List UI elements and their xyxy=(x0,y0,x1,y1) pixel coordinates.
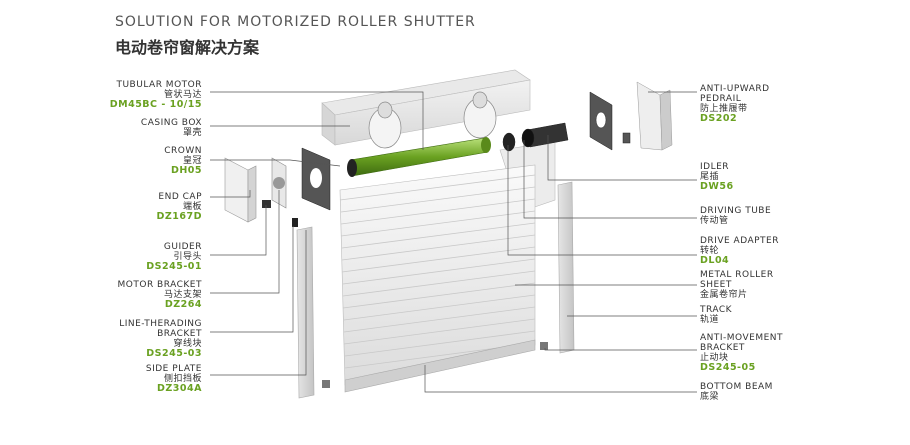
title-chinese: 电动卷帘窗解决方案 xyxy=(115,38,260,57)
label-tubular-motor: TUBULAR MOTOR 管状马达 DM45BC - 10/15 xyxy=(109,80,202,110)
label-side-plate: SIDE PLATE 侧扣挡板 DZ304A xyxy=(145,364,202,394)
leader-lines-left xyxy=(210,91,424,376)
label-crown: CROWN 皇冠 DH05 xyxy=(164,146,202,176)
label-anti-movement-bracket: ANTI-MOVEMENT BRACKET 止动块 DS245-05 xyxy=(700,333,784,373)
label-metal-roller-sheet: METAL ROLLER SHEET 金属卷帘片 xyxy=(700,270,774,300)
label-bottom-beam: BOTTOM BEAM 底梁 xyxy=(700,382,773,402)
box-brackets xyxy=(368,91,497,149)
label-anti-upward-pedrail: ANTI-UPWARD PEDRAIL 防上推履带 DS202 xyxy=(700,84,770,124)
title-english: SOLUTION FOR MOTORIZED ROLLER SHUTTER xyxy=(115,14,476,30)
left-track-shape xyxy=(296,226,330,399)
label-end-cap: END CAP 端板 DZ167D xyxy=(156,192,202,222)
right-hardware xyxy=(502,81,673,152)
right-track-shape xyxy=(540,181,575,354)
roller-sheet-shape xyxy=(339,164,536,393)
label-driving-tube: DRIVING TUBE 传动管 xyxy=(700,206,772,226)
label-motor-bracket: MOTOR BRACKET 马达支架 DZ264 xyxy=(117,280,202,310)
label-casing-box: CASING BOX 罩壳 xyxy=(140,118,202,138)
label-line-therading-bracket: LINE-THERADING BRACKET 穿线块 DS245-03 xyxy=(119,319,202,359)
label-idler: IDLER 尾插 DW56 xyxy=(700,162,734,192)
leader-lines-right xyxy=(424,91,697,393)
left-hardware xyxy=(224,147,331,227)
label-track: TRACK 轨道 xyxy=(700,305,733,325)
label-drive-adapter: DRIVE ADAPTER 转轮 DL04 xyxy=(700,236,779,266)
label-guider: GUIDER 引导头 DS245-01 xyxy=(146,242,202,272)
tube-shape xyxy=(347,137,491,177)
